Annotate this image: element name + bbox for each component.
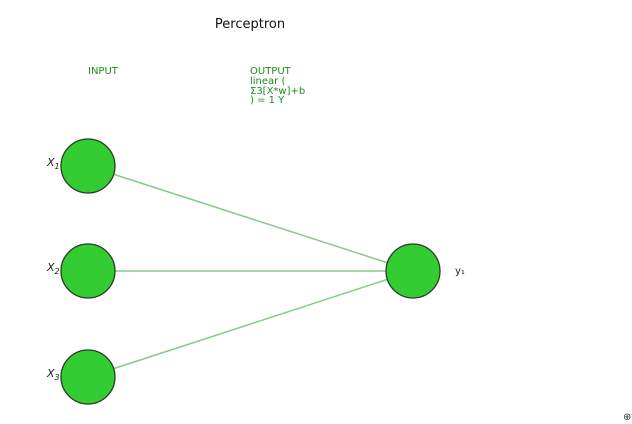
output-label-line: ) = 1 Y — [250, 95, 285, 106]
node-var: X — [46, 367, 55, 380]
output-node-label-y1: y₁ — [455, 266, 465, 277]
node-var: X — [46, 156, 55, 169]
edges — [87, 165, 414, 378]
node-subscript: 3 — [55, 373, 60, 382]
output-label-line: linear ( — [250, 76, 285, 87]
output-layer-label: OUTPUT linear ( Σ3[X*w]+b ) = 1 Y — [250, 66, 308, 106]
output-label-line: OUTPUT — [250, 66, 292, 77]
diagram-title: Perceptron — [215, 17, 285, 32]
output-label-line: Σ3[X*w]+b — [250, 86, 305, 97]
input-node-x1 — [60, 138, 116, 194]
node-subscript: 1 — [55, 162, 60, 171]
input-node-label-x3: X3 — [46, 367, 60, 382]
node-var: X — [46, 261, 55, 274]
input-node-label-x1: X1 — [46, 156, 60, 171]
input-node-x2 — [60, 243, 116, 299]
input-layer-label: INPUT — [88, 66, 119, 77]
input-node-x3 — [60, 349, 116, 405]
edge-x3-y1 — [87, 270, 414, 378]
input-nodes — [60, 138, 116, 405]
input-node-label-x2: X2 — [46, 261, 60, 276]
output-node-y1 — [385, 243, 441, 299]
edge-x1-y1 — [87, 165, 414, 272]
node-subscript: 2 — [55, 267, 60, 276]
corner-symbol: ⊕ — [623, 412, 631, 423]
